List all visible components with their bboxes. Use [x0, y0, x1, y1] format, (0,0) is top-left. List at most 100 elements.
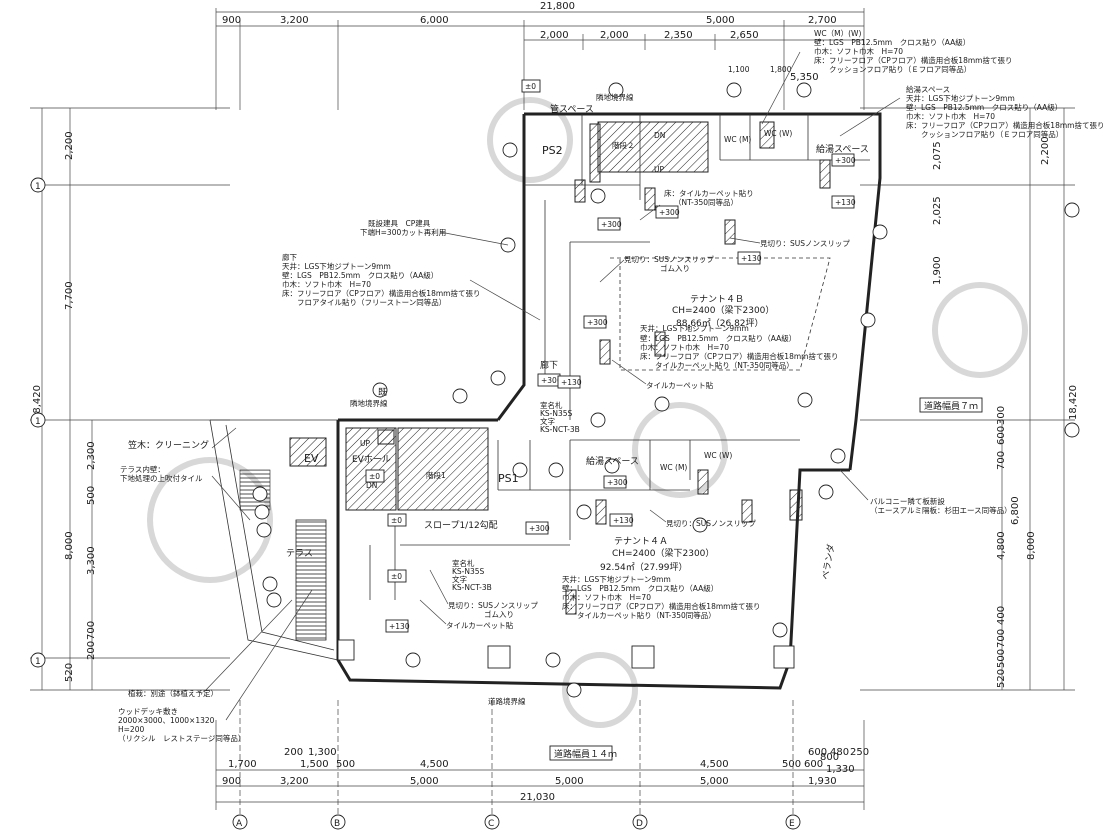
- svg-text:+300: +300: [601, 220, 622, 229]
- row-marker-r1: [1064, 202, 1080, 218]
- note-boundary-top: 隣地境界線: [596, 92, 634, 102]
- svg-text:+300: +300: [835, 156, 856, 165]
- svg-text:廊下: 廊下: [282, 252, 297, 262]
- room-ev: EV: [304, 452, 319, 465]
- grid-label-b: B: [334, 819, 340, 829]
- row-marker-2: [30, 412, 46, 428]
- grid-marker-b: [330, 814, 346, 830]
- svg-text:バルコニー隣て板新設: バルコニー隣て板新設: [870, 496, 945, 506]
- dim-bottom-8: 800: [820, 752, 839, 763]
- dim-left-i3: 3,300: [86, 546, 97, 575]
- grid-marker-e: [785, 814, 801, 830]
- svg-text:床：タイルカーペット貼り: 床：タイルカーペット貼り: [664, 188, 754, 198]
- svg-text:ゴム入り: ゴム入り: [660, 263, 690, 273]
- svg-text:タイルカーペット貼り（NT-350同等品）: タイルカーペット貼り（NT-350同等品）: [562, 610, 716, 620]
- svg-text:既設建具 CP建具: 既設建具 CP建具: [368, 218, 431, 228]
- svg-text:見切り：SUSノンスリップ: 見切り：SUSノンスリップ: [448, 601, 538, 610]
- room-wc-m: WC (M): [724, 135, 751, 144]
- dim-top-sub-2: 2,000: [600, 30, 629, 41]
- tenant-4a-name: テナント４Ａ: [614, 536, 668, 547]
- note-pipe-space: 管スペース: [550, 103, 594, 115]
- planter: [262, 576, 278, 592]
- dim-bottom-1: 1,700: [228, 759, 257, 770]
- grid-markers: A B C D E 1 1 1: [30, 177, 1080, 830]
- row-marker-1: [30, 177, 46, 193]
- dim-top-total: 21,800: [540, 1, 575, 12]
- dim-top-3: 6,000: [420, 15, 449, 26]
- svg-text:文字: 文字: [540, 416, 555, 426]
- svg-text:巾木：ソフト巾木 H=70: 巾木：ソフト巾木 H=70: [562, 592, 651, 602]
- dim-bottom-r2-4: 5,000: [555, 776, 584, 787]
- room-veranda: ベランダ: [819, 543, 837, 581]
- dim-bottom-r2-2: 3,200: [280, 776, 309, 787]
- room-ev-hall: EVホール: [352, 454, 391, 465]
- dim-left-i2: 500: [86, 486, 97, 505]
- grid-label-a: A: [236, 819, 243, 829]
- dim-left-i5: 700: [86, 621, 97, 640]
- svg-text:WC（M）(W): WC（M）(W): [814, 29, 861, 38]
- planter: [266, 592, 282, 608]
- svg-text:（エースアルミ隔板：杉田エース同等品）: （エースアルミ隔板：杉田エース同等品）: [870, 505, 1012, 515]
- dim-bottom-b4: 480: [830, 747, 849, 758]
- note-room-sign: 室名札 KS-N35S 文字 KS-NCT-3B: [540, 400, 580, 434]
- dim-wc-2: 1,800: [770, 65, 792, 74]
- dim-left-2: 7,700: [64, 281, 75, 310]
- grid-marker-a: [232, 814, 248, 830]
- svg-text:KS-NCT-3B: KS-NCT-3B: [540, 425, 580, 434]
- dim-right-i5: 6,800: [1010, 496, 1021, 525]
- note-slope: スロープ1/12勾配: [424, 519, 498, 531]
- row-marker-r2: [1064, 422, 1080, 438]
- row-label-3: 1: [35, 657, 41, 667]
- dim-top-4: 5,000: [706, 15, 735, 26]
- svg-text:天井：LGS下地ジプトーン9mm: 天井：LGS下地ジプトーン9mm: [640, 323, 749, 333]
- note-mikiri-rubber: 見切り：SUSノンスリップ ゴム入り: [624, 255, 714, 273]
- dim-right-4: 1,900: [932, 256, 943, 285]
- dim-top-1: 900: [222, 15, 241, 26]
- marker-existing: 既: [378, 387, 387, 398]
- tenant-4a-ch: CH=2400（梁下2300）: [612, 547, 714, 559]
- dim-right-3: 2,025: [932, 196, 943, 225]
- note-road-7m: 道路幅員７ｍ: [924, 400, 978, 412]
- room-wc-m2: WC (M): [660, 463, 687, 472]
- svg-text:巾木：ソフト巾木 H=70: 巾木：ソフト巾木 H=70: [640, 342, 729, 352]
- note-room-sign2: 室名札 KS-N35S 文字 KS-NCT-3B: [452, 558, 492, 592]
- existing-markers: [372, 82, 888, 698]
- dim-top-2: 3,200: [280, 15, 309, 26]
- grid-marker-c: [484, 814, 500, 830]
- note-road-14m: 道路幅員１４ｍ: [554, 748, 617, 760]
- tenant-4b-ch: CH=2400（梁下2300）: [672, 304, 774, 316]
- svg-text:±0: ±0: [525, 82, 536, 91]
- svg-text:±0: ±0: [369, 472, 380, 481]
- dim-bottom-4: 4,500: [420, 759, 449, 770]
- tenant-4a-spec: 天井：LGS下地ジプトーン9mm 壁：LGS PB12.5mm クロス貼り（AA…: [562, 574, 760, 620]
- svg-text:巾木：ソフト巾木 H=70: 巾木：ソフト巾木 H=70: [814, 46, 903, 56]
- dim-bottom-b3: 600: [808, 747, 827, 758]
- svg-text:天井：LGS下地ジプトーン9mm: 天井：LGS下地ジプトーン9mm: [562, 574, 671, 584]
- note-wc-spec: WC（M）(W) 壁：LGS PB12.5mm クロス貼り（AA級） 巾木：ソフ…: [814, 29, 1012, 74]
- svg-text:+130: +130: [561, 378, 582, 387]
- room-terrace: テラス: [286, 548, 313, 559]
- dim-right-2: 2,075: [932, 141, 943, 170]
- note-road-boundary: 道路境界線: [488, 696, 526, 706]
- svg-text:タイルカーペット貼り（NT-350同等品）: タイルカーペット貼り（NT-350同等品）: [640, 360, 794, 370]
- svg-text:KS-NCT-3B: KS-NCT-3B: [452, 583, 492, 592]
- dim-right-i1: 600: [996, 426, 1007, 445]
- dimension-lines: [30, 8, 1075, 810]
- dim-bottom-6: 500: [782, 759, 801, 770]
- svg-text:壁：LGS PB12.5mm クロス貼り（AA級）: 壁：LGS PB12.5mm クロス貼り（AA級）: [640, 333, 796, 343]
- svg-text:+300: +300: [587, 318, 608, 327]
- grid-axes: [239, 700, 794, 820]
- stair2-up-label: UP: [654, 165, 664, 174]
- dim-top-sub-1: 2,000: [540, 30, 569, 41]
- dim-bottom-total: 21,030: [520, 792, 555, 803]
- svg-text:壁：LGS PB12.5mm クロス貼り（AA級）: 壁：LGS PB12.5mm クロス貼り（AA級）: [906, 102, 1062, 112]
- dim-left-i7: 520: [64, 663, 75, 682]
- svg-text:KS-N35S: KS-N35S: [540, 409, 573, 418]
- svg-text:巾木：ソフト巾木 H=70: 巾木：ソフト巾木 H=70: [282, 279, 371, 289]
- svg-text:室名札: 室名札: [452, 558, 475, 568]
- svg-text:+130: +130: [613, 516, 634, 525]
- note-mikiri-sus2: 見切り：SUSノンスリップ: [666, 519, 756, 528]
- grid-label-c: C: [488, 819, 494, 829]
- svg-text:室名札: 室名札: [540, 400, 563, 410]
- svg-text:壁：LGS PB12.5mm クロス貼り（AA級）: 壁：LGS PB12.5mm クロス貼り（AA級）: [282, 270, 438, 280]
